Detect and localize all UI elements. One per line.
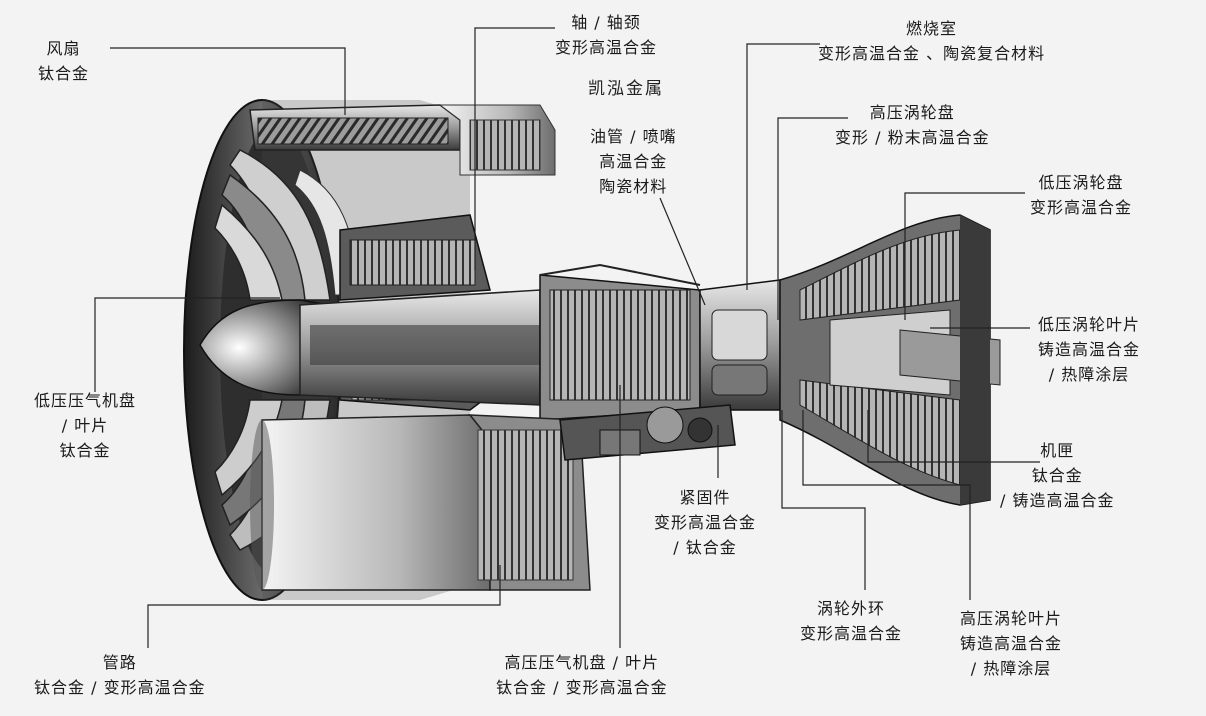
brand-watermark: 凯泓金属 — [588, 79, 664, 99]
leader-hpt-blade — [802, 410, 971, 600]
leader-lpc-disk — [94, 297, 280, 392]
leader-lpt-disk — [904, 192, 1025, 320]
leader-lines — [94, 27, 1040, 648]
label-hpt-disk: 高压涡轮盘 变形 / 粉末高温合金 — [835, 103, 990, 147]
leader-oil-pipe — [659, 197, 706, 306]
label-lpc-disk: 低压压气机盘 / 叶片 钛合金 — [34, 391, 137, 460]
label-lpt-disk: 低压涡轮盘 变形高温合金 — [1030, 173, 1133, 217]
bypass-duct-top — [249, 104, 556, 176]
leader-shaft — [474, 27, 555, 270]
label-lpt-blade: 低压涡轮叶片 铸造高温合金 / 热障涂层 — [1038, 315, 1141, 384]
leader-casing — [867, 410, 1040, 463]
label-hpc-disk: 高压压气机盘 / 叶片 钛合金 / 变形高温合金 — [496, 653, 668, 697]
label-hpt-blade: 高压涡轮叶片 铸造高温合金 / 热障涂层 — [960, 609, 1063, 678]
leader-pipes — [147, 565, 501, 648]
label-fan: 风扇 钛合金 — [38, 39, 90, 83]
label-shaft: 轴 / 轴颈 变形高温合金 — [555, 13, 658, 57]
label-combustor: 燃烧室 变形高温合金 、陶瓷复合材料 — [818, 19, 1046, 63]
label-turbine-ring: 涡轮外环 变形高温合金 — [800, 599, 903, 643]
combustor — [699, 279, 781, 411]
label-casing: 机匣 钛合金 / 铸造高温合金 — [1000, 441, 1115, 510]
accessory-gearbox — [559, 404, 736, 461]
label-fastener: 紧固件 变形高温合金 / 钛合金 — [654, 488, 757, 557]
spinner-cone — [199, 289, 541, 406]
hp-compressor — [539, 263, 701, 421]
turbine-section — [779, 214, 1001, 506]
label-pipes: 管路 钛合金 / 变形高温合金 — [34, 653, 206, 697]
nacelle-lower — [250, 414, 591, 591]
label-oil-pipe: 油管 / 喷嘴 高温合金 陶瓷材料 — [590, 127, 677, 196]
leader-hpt-disk — [777, 117, 848, 320]
leader-turbine-ring — [781, 410, 866, 590]
leader-fan — [110, 47, 346, 115]
leader-combustor — [746, 43, 820, 290]
